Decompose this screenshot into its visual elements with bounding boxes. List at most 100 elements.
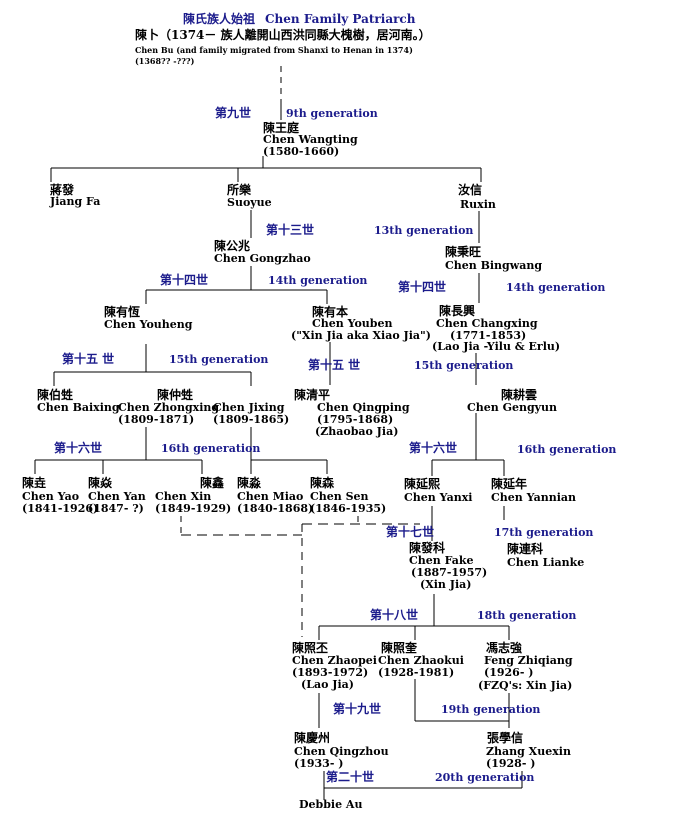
person-xin-en: Chen Xin: [155, 490, 212, 503]
gen16b-label-en: 16th generation: [517, 443, 617, 456]
person-qingping-en: Chen Qingping: [317, 401, 410, 414]
person-qingping-dates: (1795-1868): [317, 413, 394, 426]
person-zhaokui-zh: 陳照奎: [381, 641, 418, 655]
person-qingping-note: (Zhaobao Jia): [315, 425, 399, 438]
person-miao-dates: (1840-1868): [237, 502, 314, 515]
gen13-label-zh: 第十三世: [266, 223, 315, 237]
person-gengyun-zh: 陳耕雲: [501, 388, 538, 402]
person-qingzhou-en: Chen Qingzhou: [294, 745, 389, 758]
person-miao-zh: 陳淼: [237, 476, 262, 490]
migration-note: Chen Bu (and family migrated from Shanxi…: [135, 45, 413, 55]
person-xuexin-dates: (1928- ): [486, 757, 536, 770]
person-yan-dates: (1847- ?): [88, 502, 144, 515]
gen19-label-en: 19th generation: [441, 703, 541, 716]
person-youben-zh: 陳有本: [312, 305, 349, 319]
person-yan-zh: 陳焱: [88, 476, 113, 490]
person-miao-en: Chen Miao: [237, 490, 304, 503]
person-sen-en: Chen Sen: [310, 490, 369, 503]
person-zhiqiang-dates: (1926- ): [484, 666, 534, 679]
person-zhaopei-zh: 陳照丕: [292, 641, 329, 655]
person-xuexin-en: Zhang Xuexin: [486, 745, 571, 758]
person-changxing-en: Chen Changxing: [436, 317, 538, 330]
person-changxing-dates: (1771-1853): [450, 329, 527, 342]
person-zhaokui-dates: (1928-1981): [378, 666, 455, 679]
gen17-label-zh: 第十七世: [386, 525, 435, 539]
person-zhaopei-note: (Lao Jia): [301, 678, 354, 691]
person-bingwang-en: Chen Bingwang: [445, 259, 543, 272]
person-fake-en: Chen Fake: [409, 554, 474, 567]
person-jiangfa-en: Jiang Fa: [50, 195, 101, 208]
person-xuexin-zh: 張學信: [487, 731, 524, 745]
gen9-label-zh: 第九世: [215, 106, 252, 120]
person-gongzhao-en: Chen Gongzhao: [214, 252, 311, 265]
person-baixing-en: Chen Baixing: [37, 401, 120, 414]
person-yao-en: Chen Yao: [22, 490, 80, 503]
gen14a-label-en: 14th generation: [268, 274, 368, 287]
person-yao-zh: 陳垚: [22, 476, 47, 490]
gen18-label-zh: 第十八世: [370, 608, 419, 622]
person-suoyue-zh: 所樂: [227, 183, 252, 197]
person-xin-dates: (1849-1929): [155, 502, 232, 515]
person-lianke-zh: 陳連科: [507, 542, 544, 556]
person-youben-note: ("Xin Jia aka Xiao Jia"): [291, 329, 431, 342]
gen15a-label-zh: 第十五 世: [62, 352, 115, 366]
person-yanxi-en: Chen Yanxi: [404, 491, 473, 504]
person-yao-dates: (1841-1926): [22, 502, 99, 515]
person-fake-note: (Xin Jia): [420, 578, 472, 591]
person-zhaokui-en: Chen Zhaokui: [378, 654, 464, 667]
founder-line: 陳卜（1374－ 族人離開山西洪同縣大槐樹，居河南。）: [135, 28, 431, 42]
gen20-label-en: 20th generation: [435, 771, 535, 784]
person-ruxin-zh: 汝信: [458, 183, 483, 197]
person-wangting-dates: (1580-1660): [263, 145, 340, 158]
person-debbie-en: Debbie Au: [299, 798, 363, 811]
person-suoyue-en: Suoyue: [227, 196, 272, 209]
person-qingping-zh: 陳清平: [294, 388, 331, 402]
gen9-label-en: 9th generation: [286, 107, 378, 120]
person-qingzhou-dates: (1933- ): [294, 757, 344, 770]
person-zhongxing-dates: (1809-1871): [118, 413, 195, 426]
person-zhaopei-en: Chen Zhaopei: [292, 654, 377, 667]
person-xin-zh: 陳鑫: [200, 476, 225, 490]
gen16a-label-zh: 第十六世: [54, 441, 103, 455]
person-yan-en: Chen Yan: [88, 490, 146, 503]
person-qingzhou-zh: 陳慶州: [294, 731, 331, 745]
person-youben-en: Chen Youben: [312, 317, 393, 330]
person-jiangfa-zh: 蔣發: [50, 183, 75, 197]
person-zhongxing-zh: 陳仲甡: [157, 388, 194, 402]
gen14b-label-zh: 第十四世: [398, 280, 447, 294]
person-jixing-dates: (1809-1865): [213, 413, 290, 426]
gen14b-label-en: 14th generation: [506, 281, 606, 294]
person-zhiqiang-en: Feng Zhiqiang: [484, 654, 573, 667]
person-yanxi-zh: 陳延熙: [404, 477, 441, 491]
patriarch-title-en: Chen Family Patriarch: [265, 12, 416, 26]
person-wangting-en: Chen Wangting: [263, 133, 358, 146]
person-sen-zh: 陳森: [310, 476, 335, 490]
gen13-label-en: 13th generation: [374, 224, 474, 237]
gen15a-label-en: 15th generation: [169, 353, 269, 366]
person-changxing-note: (Lao Jia -Yilu & Erlu): [432, 340, 561, 353]
person-ruxin-en: Ruxin: [460, 198, 496, 211]
person-fake-zh: 陳發科: [409, 541, 446, 555]
patriarch-title-zh: 陳氏族人始祖: [183, 12, 256, 26]
gen19-label-zh: 第十九世: [333, 702, 382, 716]
person-jixing-en: Chen Jixing: [213, 401, 285, 414]
person-gongzhao-zh: 陳公兆: [214, 239, 251, 253]
gen16a-label-en: 16th generation: [161, 442, 261, 455]
gen15b-label-zh: 第十五 世: [308, 358, 361, 372]
person-zhiqiang-note: (FZQ's: Xin Jia): [478, 679, 573, 692]
gen18-label-en: 18th generation: [477, 609, 577, 622]
person-youheng-zh: 陳有恆: [104, 305, 141, 319]
person-zhiqiang-zh: 馮志強: [486, 641, 523, 655]
person-changxing-zh: 陳長興: [439, 304, 476, 318]
person-baixing-zh: 陳伯甡: [37, 388, 74, 402]
gen20-label-zh: 第二十世: [326, 770, 375, 784]
gen17-label-en: 17th generation: [494, 526, 594, 539]
person-bingwang-zh: 陳秉旺: [445, 245, 482, 259]
person-zhaopei-dates: (1893-1972): [292, 666, 369, 679]
gen14a-label-zh: 第十四世: [160, 273, 209, 287]
person-zhongxing-en: Chen Zhongxing: [118, 401, 220, 414]
person-youheng-en: Chen Youheng: [104, 318, 193, 331]
gen15b-label-en: 15th generation: [414, 359, 514, 372]
